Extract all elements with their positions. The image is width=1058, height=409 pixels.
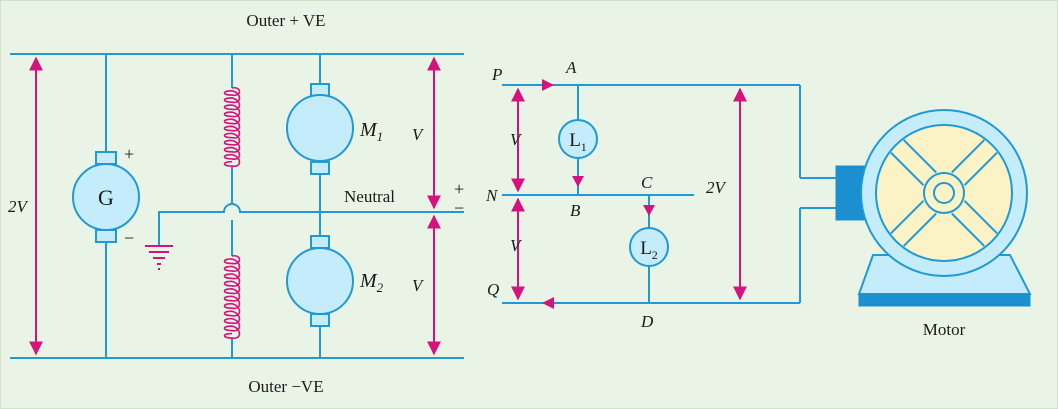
current-arrow-c xyxy=(643,205,655,216)
node-a-label: A xyxy=(565,58,577,77)
motor-terminal-box xyxy=(835,165,865,221)
neutral-plus-sign: + xyxy=(454,179,464,199)
coil-upper xyxy=(223,87,241,167)
motor-spoke-edge xyxy=(963,200,998,235)
node-d-label: D xyxy=(640,312,654,331)
neutral-wire xyxy=(158,203,464,245)
current-arrow-b xyxy=(572,176,584,187)
total-voltage-label: 2V xyxy=(8,197,30,216)
pq-voltage-label: 2V xyxy=(706,178,728,197)
load-l1: L1 xyxy=(558,119,598,159)
line-q-label: Q xyxy=(487,280,499,299)
motor-m1: M1 xyxy=(286,83,383,175)
lower-voltage-label: V xyxy=(412,276,425,295)
outer-positive-label: Outer + VE xyxy=(246,11,325,30)
motor-m2: M2 xyxy=(286,235,384,327)
load1-label: L1 xyxy=(569,130,587,154)
motor1-label: M1 xyxy=(359,119,383,144)
motor-spoke-edge xyxy=(890,200,925,235)
generator-bottom-brush xyxy=(95,229,117,243)
neutral-minus-sign: − xyxy=(454,198,464,218)
neutral-label: Neutral xyxy=(344,187,395,206)
motor-spoke-edge xyxy=(890,151,925,186)
motor-label: Motor xyxy=(923,320,966,339)
right-circuit xyxy=(502,84,836,304)
load2-label: L2 xyxy=(640,238,658,262)
left-circuit xyxy=(10,53,464,359)
generator-armature xyxy=(72,163,140,231)
line-p-label: P xyxy=(491,65,502,84)
node-b-label: B xyxy=(570,201,581,220)
generator: G + − xyxy=(72,144,140,248)
load-l2: L2 xyxy=(629,227,669,267)
upper-voltage-label: V xyxy=(412,125,425,144)
ground-icon xyxy=(145,245,173,270)
motor-spoke-edge xyxy=(951,139,986,174)
nq-voltage-label: V xyxy=(510,236,523,255)
motor-spoke-edge xyxy=(951,212,986,247)
motor-base xyxy=(858,293,1031,307)
motor-spoke-edge xyxy=(902,212,937,247)
motor xyxy=(835,109,1032,307)
generator-label: G xyxy=(98,185,114,210)
node-c-label: C xyxy=(641,173,653,192)
motor2-label: M2 xyxy=(359,270,384,295)
generator-minus-sign: − xyxy=(124,228,134,248)
coils xyxy=(223,87,241,339)
current-arrow-p xyxy=(542,79,554,91)
line-n-label: N xyxy=(485,186,499,205)
generator-plus-sign: + xyxy=(124,144,134,164)
generator-top-brush xyxy=(95,151,117,165)
motor-spoke-edge xyxy=(902,139,937,174)
pn-voltage-label: V xyxy=(510,130,523,149)
motor-spokes xyxy=(890,139,998,247)
current-arrow-q xyxy=(542,297,554,309)
coil-lower xyxy=(223,255,241,339)
motor-shaft xyxy=(933,182,955,204)
motor-spoke-edge xyxy=(963,151,998,186)
outer-negative-label: Outer −VE xyxy=(248,377,323,396)
